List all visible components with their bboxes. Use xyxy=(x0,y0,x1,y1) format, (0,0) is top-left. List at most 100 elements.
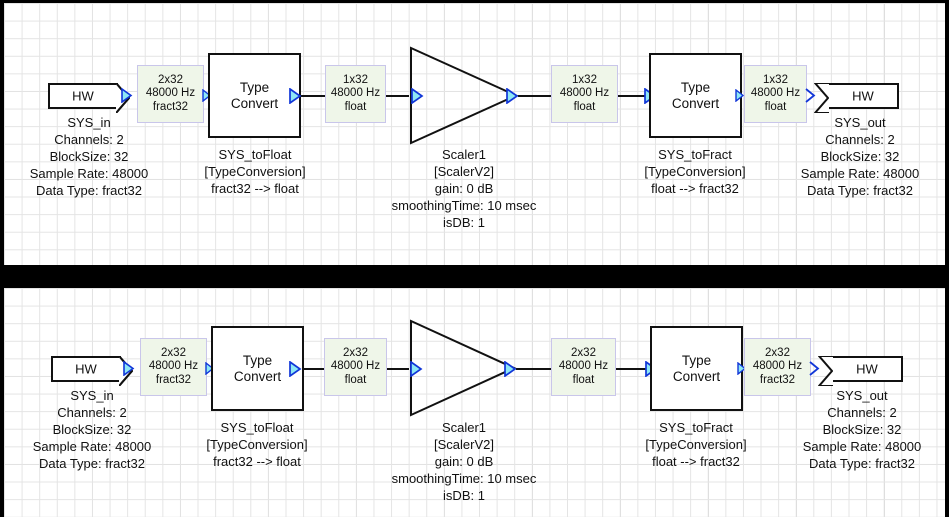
block-hw-out[interactable]: HW xyxy=(814,83,899,113)
caption-line: Data Type: fract32 xyxy=(39,455,145,471)
diagram-canvas-bottom[interactable]: HW 2x32 48000 Hz fract32 Type Convert xyxy=(4,288,945,517)
caption-line: Channels: 2 xyxy=(827,404,897,420)
block-sys-tofloat[interactable]: Type Convert xyxy=(208,53,301,138)
signal-label-1[interactable]: 2x32 48000 Hz fract32 xyxy=(137,65,204,123)
block-sys-tofloat-label: Type Convert xyxy=(231,80,278,110)
block-sys-tofloat-label: Type Convert xyxy=(234,353,281,383)
caption-line: isDB: 1 xyxy=(443,487,485,503)
block-scaler1[interactable] xyxy=(409,46,519,145)
signal-dims: 2x32 xyxy=(343,347,368,360)
signal-rate: 48000 Hz xyxy=(145,87,196,100)
port-toFract-out[interactable] xyxy=(737,362,747,375)
caption-line: Channels: 2 xyxy=(57,404,127,420)
port-hw-out-in[interactable] xyxy=(809,361,820,376)
signal-label-4[interactable]: 2x32 48000 Hz fract32 xyxy=(744,338,811,396)
caption-sys-tofloat: SYS_toFloat [TypeConversion] fract32 -->… xyxy=(174,420,340,471)
tc-line2: Convert xyxy=(230,95,279,111)
caption-sys-tofract: SYS_toFract [TypeConversion] float --> f… xyxy=(612,147,778,198)
port-hw-out-in[interactable] xyxy=(805,88,816,103)
block-hw-out-label: HW xyxy=(852,88,874,104)
signal-dims: 1x32 xyxy=(343,74,368,87)
wire-sig2-to-scaler xyxy=(385,95,409,97)
caption-line: float --> fract32 xyxy=(651,180,739,196)
caption-line: fract32 --> float xyxy=(211,180,299,196)
signal-dims: 2x32 xyxy=(161,347,186,360)
wire-toFloat-to-sig2 xyxy=(296,368,324,370)
tc-line1: Type xyxy=(242,353,273,369)
caption-line: SYS_out xyxy=(834,115,886,130)
signal-type: float xyxy=(764,100,787,113)
wire-toFloat-to-sig2 xyxy=(299,95,325,97)
signal-type: fract32 xyxy=(155,373,192,386)
port-scaler-in[interactable] xyxy=(410,361,423,377)
signal-rate: 48000 Hz xyxy=(330,360,381,373)
signal-type: float xyxy=(344,373,367,386)
signal-label-4[interactable]: 1x32 48000 Hz float xyxy=(744,65,807,123)
tc-line2: Convert xyxy=(671,95,720,111)
port-scaler-out[interactable] xyxy=(506,88,519,104)
port-toFloat-out[interactable] xyxy=(289,88,302,104)
block-sys-tofract[interactable]: Type Convert xyxy=(649,53,742,138)
signal-dims: 1x32 xyxy=(572,74,597,87)
caption-line: Sample Rate: 48000 xyxy=(29,165,149,181)
port-hw-in-out[interactable] xyxy=(121,88,133,103)
caption-line: SYS_toFloat xyxy=(218,147,292,162)
tc-line1: Type xyxy=(681,353,712,369)
signal-label-2[interactable]: 1x32 48000 Hz float xyxy=(325,65,386,123)
block-hw-in-label: HW xyxy=(72,88,94,104)
port-scaler-out[interactable] xyxy=(504,361,517,377)
caption-hw-out: SYS_out Channels: 2 BlockSize: 32 Sample… xyxy=(777,388,945,472)
caption-hw-out: SYS_out Channels: 2 BlockSize: 32 Sample… xyxy=(775,115,945,199)
wire-scaler-to-sig3 xyxy=(516,368,551,370)
caption-line: float --> fract32 xyxy=(652,453,740,469)
block-sys-tofract[interactable]: Type Convert xyxy=(650,326,743,411)
block-hw-in-label: HW xyxy=(75,361,97,377)
caption-line: gain: 0 dB xyxy=(434,453,494,469)
caption-line: Sample Rate: 48000 xyxy=(32,438,152,454)
caption-line: [TypeConversion] xyxy=(206,436,308,452)
block-sys-tofloat[interactable]: Type Convert xyxy=(211,326,304,411)
wire-scaler-to-sig3 xyxy=(518,95,551,97)
signal-label-3[interactable]: 1x32 48000 Hz float xyxy=(551,65,618,123)
caption-line: [TypeConversion] xyxy=(645,436,747,452)
signal-rate: 48000 Hz xyxy=(559,87,610,100)
wire-sig3-to-toFract xyxy=(617,95,645,97)
block-hw-in[interactable]: HW xyxy=(48,83,130,113)
port-hw-in-out[interactable] xyxy=(123,361,135,376)
caption-line: SYS_toFract xyxy=(659,420,733,435)
caption-line: Data Type: fract32 xyxy=(807,182,913,198)
caption-line: Sample Rate: 48000 xyxy=(802,438,922,454)
caption-line: SYS_toFloat xyxy=(220,420,294,435)
caption-scaler1: Scaler1 [ScalerV2] gain: 0 dB smoothingT… xyxy=(344,147,584,231)
wire-sig2-to-scaler xyxy=(386,368,409,370)
port-toFloat-out[interactable] xyxy=(289,361,302,377)
signal-type: fract32 xyxy=(759,373,796,386)
caption-line: [TypeConversion] xyxy=(204,163,306,179)
caption-line: isDB: 1 xyxy=(443,214,485,230)
caption-line: [ScalerV2] xyxy=(434,436,494,452)
tc-line1: Type xyxy=(680,80,711,96)
caption-hw-in: SYS_in Channels: 2 BlockSize: 32 Sample … xyxy=(4,115,174,199)
signal-dims: 2x32 xyxy=(571,347,596,360)
caption-line: gain: 0 dB xyxy=(434,180,494,196)
diagram-canvas-top[interactable]: HW 2x32 48000 Hz fract32 Type Convert xyxy=(4,3,945,265)
port-scaler-in[interactable] xyxy=(411,88,424,104)
port-toFloat-in[interactable] xyxy=(202,89,212,102)
signal-rate: 48000 Hz xyxy=(558,360,609,373)
caption-line: Scaler1 xyxy=(441,147,487,162)
caption-line: SYS_out xyxy=(836,388,888,403)
signal-label-2[interactable]: 2x32 48000 Hz float xyxy=(324,338,387,396)
signal-rate: 48000 Hz xyxy=(752,360,803,373)
block-hw-in[interactable]: HW xyxy=(51,356,133,386)
caption-line: Channels: 2 xyxy=(54,131,124,147)
caption-sys-tofloat: SYS_toFloat [TypeConversion] fract32 -->… xyxy=(172,147,338,198)
block-scaler1[interactable] xyxy=(409,319,517,417)
signal-dims: 2x32 xyxy=(765,347,790,360)
port-toFract-out[interactable] xyxy=(735,89,745,102)
block-hw-out[interactable]: HW xyxy=(818,356,903,386)
port-toFloat-in[interactable] xyxy=(205,362,215,375)
signal-label-1[interactable]: 2x32 48000 Hz fract32 xyxy=(140,338,207,396)
caption-line: BlockSize: 32 xyxy=(52,421,132,437)
signal-label-3[interactable]: 2x32 48000 Hz float xyxy=(551,338,616,396)
caption-line: BlockSize: 32 xyxy=(822,421,902,437)
